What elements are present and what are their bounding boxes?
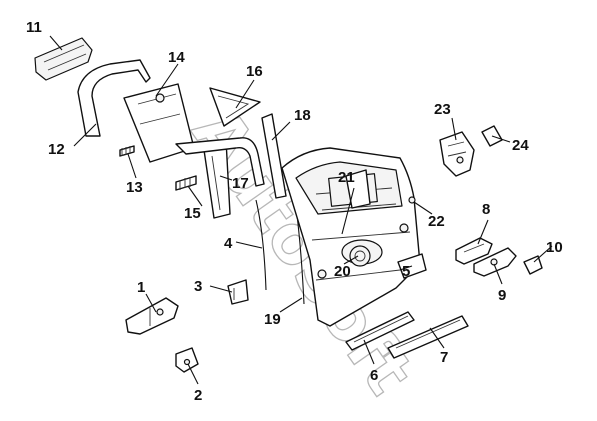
callout-11: 11	[26, 19, 42, 36]
callout-15: 15	[184, 205, 201, 222]
callout-6: 6	[370, 367, 378, 384]
callout-14: 14	[168, 49, 185, 66]
part-1-hinge	[125, 297, 179, 335]
callout-18: 18	[294, 107, 311, 124]
callout-4: 4	[224, 235, 233, 252]
part-4-weatherstrip	[255, 199, 267, 291]
part-2-lower-hinge	[175, 347, 199, 373]
part-20-speaker-grille	[349, 245, 371, 267]
callout-1: 1	[137, 279, 145, 296]
part-18-rear-run-channel	[175, 113, 287, 199]
part-9-handle-bracket	[473, 247, 517, 277]
callout-17: 17	[232, 175, 249, 192]
callout-23: 23	[434, 101, 451, 118]
part-3-bracket	[227, 279, 249, 305]
callout-13: 13	[126, 179, 143, 196]
part-23-door-lock	[439, 131, 475, 177]
callout-10: 10	[546, 239, 563, 256]
callout-22: 22	[428, 213, 445, 230]
part-16-vent-glass	[209, 87, 261, 127]
callout-20: 20	[334, 263, 351, 280]
part-21-check-link	[345, 169, 371, 209]
callout-21: 21	[338, 169, 355, 186]
callout-16: 16	[246, 63, 263, 80]
callout-2: 2	[194, 387, 202, 404]
part-7-lower-molding	[387, 315, 469, 359]
callout-7: 7	[440, 349, 448, 366]
callout-12: 12	[48, 141, 65, 158]
callout-8: 8	[482, 201, 490, 218]
part-22-seal-pin	[408, 196, 416, 204]
callout-19: 19	[264, 311, 281, 328]
callout-5: 5	[402, 263, 410, 280]
callouts: 1 2 3 4 5 6 7 8 9 10 11 12 13 14 15 16 1…	[26, 19, 563, 404]
part-11-corner-bracket	[34, 37, 93, 81]
callout-9: 9	[498, 287, 506, 304]
part-13-screw	[119, 145, 135, 157]
callout-24: 24	[512, 137, 529, 154]
leader-lines	[49, 35, 553, 385]
part-12-glass-run-channel	[77, 59, 151, 137]
callout-3: 3	[194, 278, 202, 295]
part-10-clip	[523, 255, 543, 275]
part-6-sill-strip	[345, 311, 415, 351]
part-15-screw	[175, 175, 197, 191]
